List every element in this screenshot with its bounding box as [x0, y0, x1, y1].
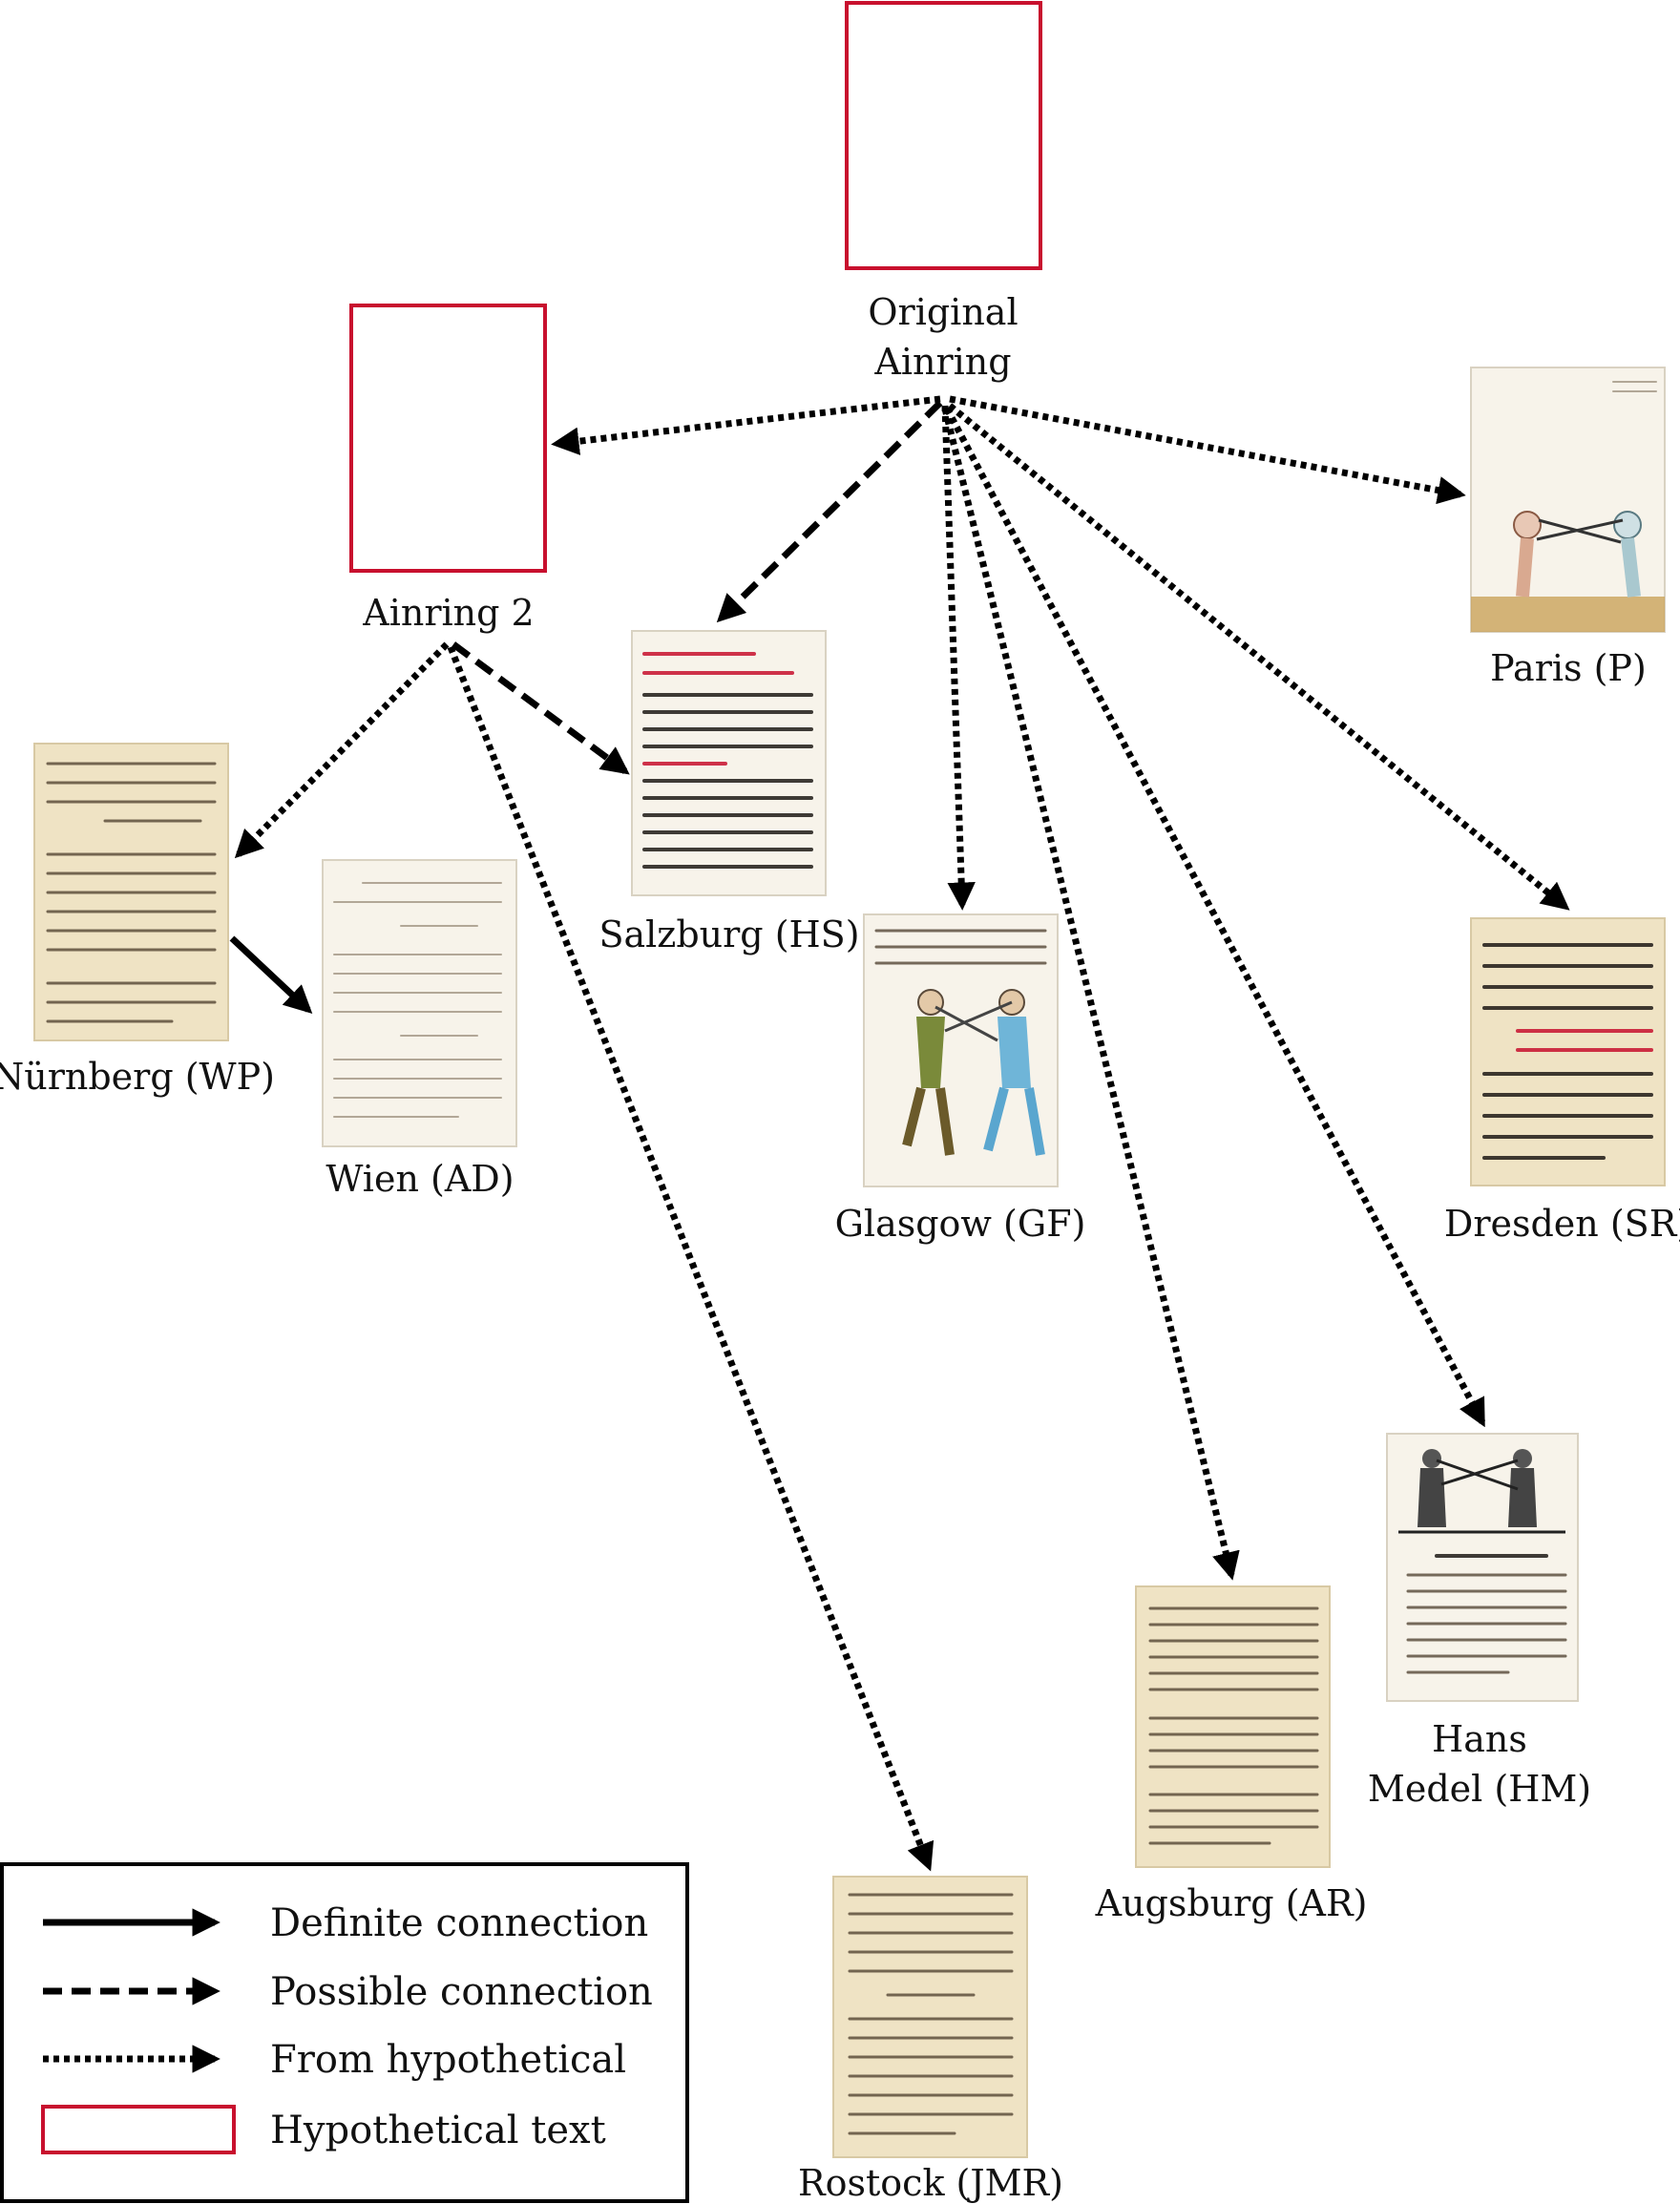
- salzburg-manuscript-image: [631, 630, 827, 896]
- augsburg-manuscript-image: [1135, 1585, 1331, 1868]
- legend-hypothetical-text-label: Hypothetical text: [270, 2109, 606, 2152]
- dresden-manuscript-image: [1470, 917, 1666, 1186]
- arrow-original-to-glasgow: [941, 405, 976, 911]
- legend-possible-label: Possible connection: [270, 1970, 653, 2014]
- arrow-original-to-ainring2: [551, 395, 941, 455]
- paris-manuscript-image: [1470, 367, 1666, 633]
- label-original-line1: Original: [868, 291, 1018, 333]
- arrow-ainring2-to-nurnberg: [234, 641, 450, 859]
- label-glasgow: Glasgow (GF): [835, 1203, 1086, 1245]
- arrow-original-to-salzburg: [716, 400, 943, 623]
- legend-definite-label: Definite connection: [270, 1901, 648, 1945]
- arrow-ainring2-to-rostock: [447, 645, 934, 1872]
- label-hansmedel-line2: Medel (HM): [1368, 1768, 1591, 1810]
- glasgow-manuscript-image: [863, 913, 1059, 1187]
- label-augsburg: Augsburg (AR): [1095, 1882, 1368, 1924]
- nurnberg-manuscript-image: [33, 743, 229, 1041]
- arrows-from-ainring2: [234, 641, 934, 1872]
- rostock-manuscript-image: [832, 1876, 1028, 2158]
- legend: Definite connection Possible connection …: [0, 1862, 689, 2203]
- arrow-nurnberg-to-wien: [229, 935, 313, 1015]
- hansmedel-manuscript-image: [1386, 1433, 1579, 1702]
- legend-hypothetical-text-swatch: [41, 2105, 236, 2154]
- label-original-line2: Ainring: [873, 341, 1011, 383]
- arrow-original-to-dresden: [947, 403, 1570, 911]
- label-rostock: Rostock (JMR): [798, 2162, 1063, 2204]
- arrows-from-original: [551, 395, 1570, 1581]
- wien-manuscript-image: [322, 859, 517, 1147]
- arrow-ainring2-to-salzburg: [451, 641, 630, 775]
- label-ainring2: Ainring 2: [362, 592, 534, 634]
- ainring2-box: [349, 304, 547, 573]
- arrow-original-to-augsburg: [941, 408, 1240, 1581]
- label-paris: Paris (P): [1490, 647, 1647, 689]
- arrow-original-to-paris: [949, 395, 1466, 505]
- label-dresden: Dresden (SR): [1444, 1203, 1680, 1245]
- label-salzburg: Salzburg (HS): [598, 913, 859, 955]
- label-wien: Wien (AD): [326, 1158, 514, 1200]
- arrow-original-to-hansmedel: [943, 407, 1486, 1428]
- label-nurnberg: Nürnberg (WP): [0, 1056, 275, 1098]
- label-hansmedel-line1: Hans: [1432, 1718, 1527, 1760]
- original-ainring-box: [845, 1, 1042, 270]
- legend-hypothetical-from-label: From hypothetical: [270, 2038, 626, 2082]
